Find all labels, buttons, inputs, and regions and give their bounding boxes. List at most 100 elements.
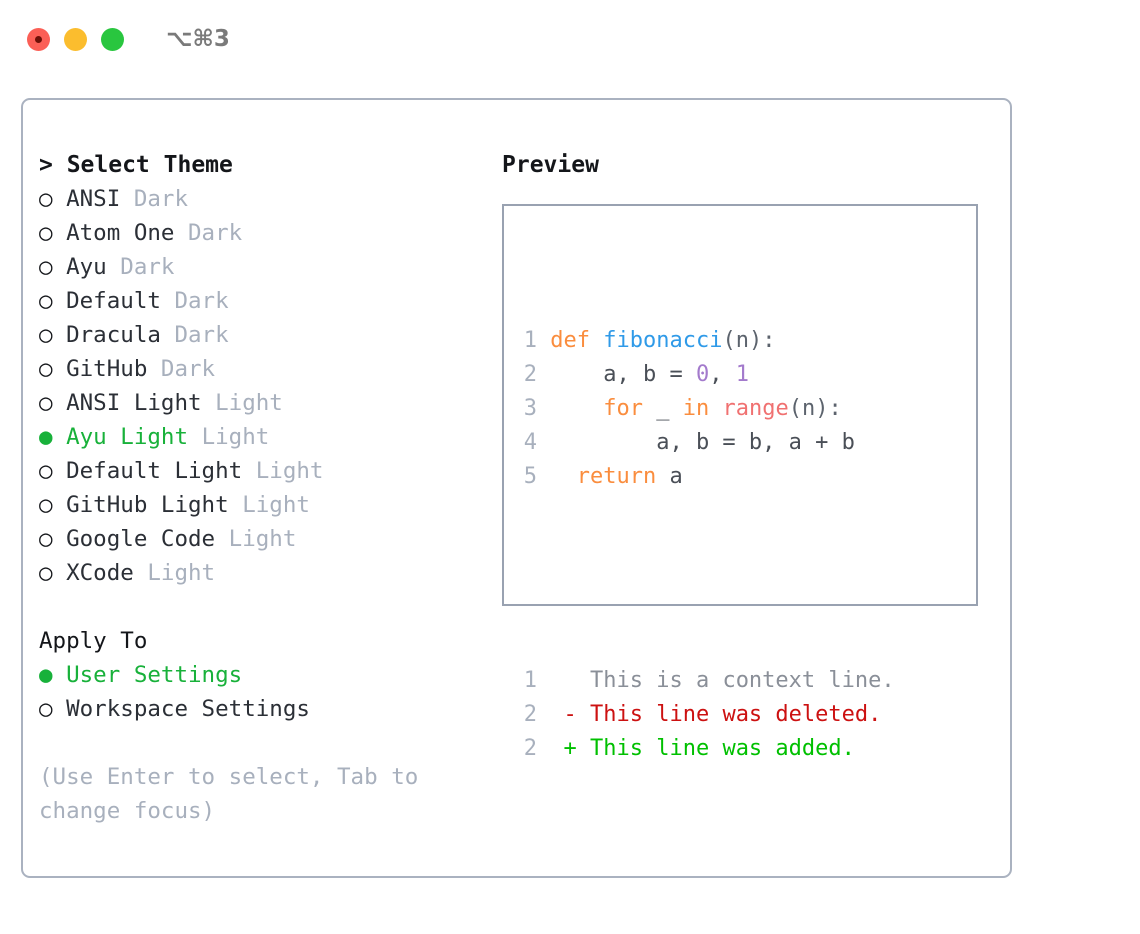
apply-to-option-user-settings[interactable]: ● User Settings [39,658,489,692]
radio-unselected-icon: ○ [39,526,53,552]
radio-selected-icon: ● [39,424,53,450]
theme-option-label: Default [66,288,161,314]
radio-unselected-icon: ○ [39,322,53,348]
radio-unselected-icon: ○ [39,390,53,416]
diff-line-group: 1 This is a context line.2 - This line w… [519,664,895,766]
theme-option-ansi[interactable]: ○ ANSI Dark [39,182,489,216]
diff-line-number: 2 [523,736,537,761]
spacer [53,424,67,450]
spacer [202,390,216,416]
spacer [53,288,67,314]
minimize-button-icon[interactable] [64,27,87,51]
keyboard-hint-text: (Use Enter to select, Tab to change focu… [39,764,419,824]
code-token-num: 1 [735,362,749,387]
diff-text: This line was deleted. [576,702,882,727]
close-button-icon[interactable] [27,27,50,51]
spacer [53,492,67,518]
spacer [53,458,67,484]
apply-to-option-label: User Settings [66,662,243,688]
traffic-light-group [27,27,124,51]
diff-sign: - [563,702,577,727]
theme-option-label: ANSI Light [66,390,202,416]
spacer [537,396,550,421]
code-token-plain [550,396,603,421]
radio-selected-icon: ● [39,662,53,688]
theme-option-kind-badge: Dark [160,356,216,382]
code-line: 1 def fibonacci(n): [519,324,895,358]
theme-option-kind-badge: Light [215,390,283,416]
spacer [242,458,256,484]
main-card: > Select Theme ○ ANSI Dark○ Atom One Dar… [21,98,1012,878]
theme-option-kind-badge: Dark [174,288,229,314]
spacer [107,254,121,280]
theme-option-label: GitHub Light [66,492,229,518]
theme-option-ansi-light[interactable]: ○ ANSI Light Light [39,386,489,420]
spacer [215,526,229,552]
apply-to-option-workspace-settings[interactable]: ○ Workspace Settings [39,692,489,726]
radio-unselected-icon: ○ [39,356,53,382]
spacer [537,464,550,489]
theme-option-github-light[interactable]: ○ GitHub Light Light [39,488,489,522]
select-theme-heading: > Select Theme [39,152,233,178]
code-token-plain: a [656,464,683,489]
apply-to-option-list: ● User Settings○ Workspace Settings [39,658,489,726]
theme-option-kind-badge: Light [255,458,324,484]
theme-picker-pane: > Select Theme ○ ANSI Dark○ Atom One Dar… [39,148,489,828]
code-token-plain: _ [642,396,683,421]
theme-option-label: XCode [66,560,134,586]
apply-to-option-label: Workspace Settings [66,696,310,722]
code-token-punct: (n): [722,328,776,353]
spacer [53,696,67,722]
code-line: 5 return a [519,460,895,494]
preview-pane: Preview 1 def fibonacci(n):2 a, b = 0, 1… [502,148,992,761]
theme-option-kind-badge: Dark [133,186,189,212]
spacer [229,492,243,518]
maximize-button-icon[interactable] [101,27,124,51]
spacer [537,362,550,387]
theme-option-dracula[interactable]: ○ Dracula Dark [39,318,489,352]
theme-option-kind-badge: Dark [188,220,243,246]
theme-option-label: Ayu [66,254,107,280]
code-line-number: 5 [523,464,537,489]
radio-unselected-icon: ○ [39,186,53,212]
spacer [53,254,67,280]
diff-text: This is a context line. [576,668,895,693]
code-token-plain: a, b = b, a + b [550,430,855,455]
spacer [537,702,564,727]
spacer [53,526,67,552]
preview-heading: Preview [502,152,599,178]
theme-option-default-light[interactable]: ○ Default Light Light [39,454,489,488]
code-token-kw: in [682,396,710,421]
code-token-fn: fibonacci [603,328,723,353]
theme-option-ayu[interactable]: ○ Ayu Dark [39,250,489,284]
spacer [53,390,67,416]
spacer [537,668,564,693]
title-bar: ⌥⌘3 [0,0,1140,78]
theme-option-github[interactable]: ○ GitHub Dark [39,352,489,386]
spacer [188,424,202,450]
theme-option-default[interactable]: ○ Default Dark [39,284,489,318]
keyboard-shortcut-label: ⌥⌘3 [166,26,230,52]
pane-spacer [39,590,489,624]
theme-option-xcode[interactable]: ○ XCode Light [39,556,489,590]
theme-option-list: ○ ANSI Dark○ Atom One Dark○ Ayu Dark○ De… [39,182,489,590]
code-token-kw: return [576,464,657,489]
radio-unselected-icon: ○ [39,288,53,314]
code-token-num: 0 [695,362,710,387]
theme-option-google-code[interactable]: ○ Google Code Light [39,522,489,556]
spacer [53,662,67,688]
spacer [53,560,67,586]
theme-option-label: Dracula [66,322,161,348]
code-token-plain [709,396,722,421]
theme-option-ayu-light[interactable]: ● Ayu Light Light [39,420,489,454]
spacer [161,322,175,348]
theme-option-kind-badge: Light [147,560,216,586]
spacer [53,186,67,212]
apply-to-heading: Apply To [39,628,148,654]
spacer [537,736,564,761]
code-token-call: range [722,396,789,421]
theme-option-label: GitHub [66,356,148,382]
theme-option-atom-one[interactable]: ○ Atom One Dark [39,216,489,250]
